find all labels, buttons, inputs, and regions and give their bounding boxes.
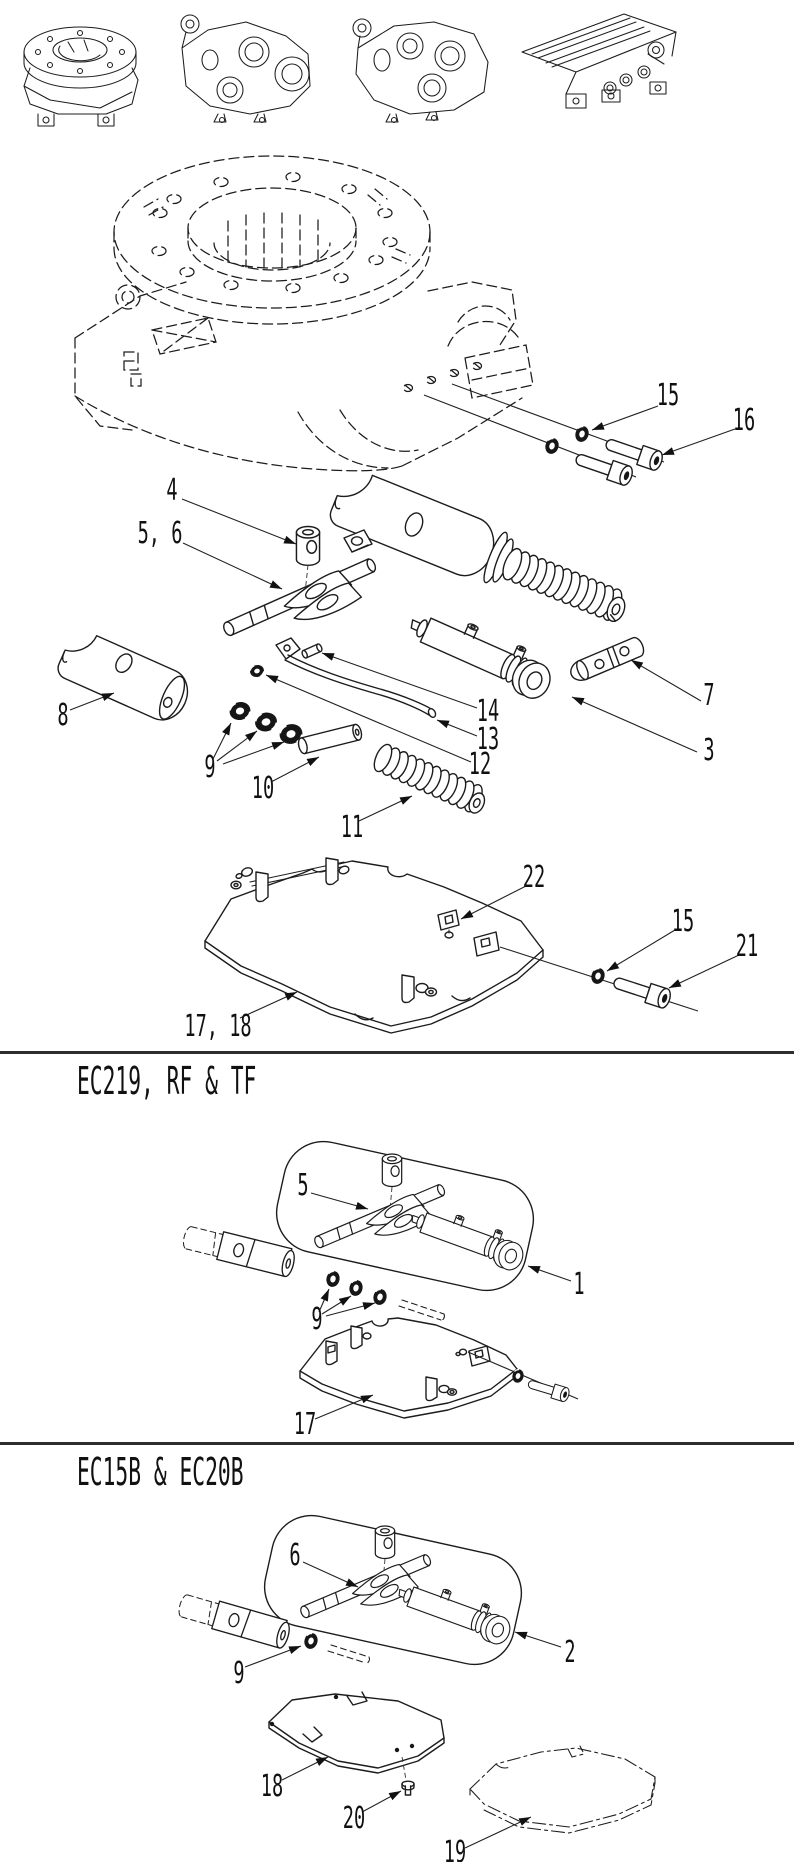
washer-9b-ec219 xyxy=(347,1277,365,1299)
bushing-ec15b xyxy=(374,1525,396,1560)
ec219-leader-lines xyxy=(310,1192,572,1420)
socket-bolt-21 xyxy=(610,971,674,1011)
cylinder-8-drawing xyxy=(57,635,189,721)
bushing-ec219 xyxy=(381,1153,403,1188)
callout-1-ec219: 1 xyxy=(573,1267,585,1302)
pin-14 xyxy=(301,643,323,659)
linkage-exploded-view xyxy=(57,474,645,814)
callout-15-upper: 15 xyxy=(656,378,680,413)
nut-9a xyxy=(226,698,254,724)
panel-2-outline xyxy=(263,1514,523,1666)
callout-9-ec15b: 9 xyxy=(233,1656,245,1691)
callout-10: 10 xyxy=(251,771,275,806)
pin-10 xyxy=(297,723,363,755)
callout-18-ec15b: 18 xyxy=(260,1769,284,1804)
section-divider-1 xyxy=(0,1051,794,1054)
panel-1-outline xyxy=(275,1140,535,1292)
screw-20-drawing xyxy=(401,1780,415,1796)
callout-15-lower: 15 xyxy=(671,904,695,939)
swing-frame-with-slew-ring-thumbnail xyxy=(23,26,139,127)
callout-22: 22 xyxy=(522,860,546,895)
nut-9b xyxy=(252,709,280,735)
frame-end-view-a-thumbnail xyxy=(180,14,311,124)
callout-14: 14 xyxy=(476,694,500,729)
thumbnail-row xyxy=(23,13,677,127)
callout-16: 16 xyxy=(732,403,756,438)
callout-7: 7 xyxy=(703,678,715,713)
ec15b-leader-lines xyxy=(244,1561,562,1849)
callout-12: 12 xyxy=(468,747,492,782)
callout-9-main: 9 xyxy=(204,750,216,785)
washer-9a-ec219 xyxy=(324,1268,342,1290)
plate-17-ec219 xyxy=(299,1317,518,1419)
washer-9-ec15b xyxy=(301,1630,321,1652)
callout-5-6: 5, 6 xyxy=(137,516,183,551)
frame-end-view-b-thumbnail xyxy=(352,18,489,124)
bushing-4 xyxy=(295,525,321,567)
callout-20-ec15b: 20 xyxy=(342,1801,366,1836)
callout-17-18: 17, 18 xyxy=(184,1009,252,1044)
section-title-ec15b: EC15B & EC20B xyxy=(77,1450,244,1494)
callout-3: 3 xyxy=(703,733,715,768)
ec219-drawing xyxy=(180,1140,579,1420)
callout-6-ec15b: 6 xyxy=(289,1538,301,1573)
upper-frame-slew-ring-drawing xyxy=(74,155,534,472)
callout-2-ec15b: 2 xyxy=(564,1635,576,1670)
plate-18-ec15b xyxy=(268,1691,445,1774)
clamp-22-drawing xyxy=(437,909,460,939)
ec15b-drawing xyxy=(175,1514,656,1849)
side-frame-with-rails-thumbnail xyxy=(521,13,677,109)
callout-21: 21 xyxy=(735,929,759,964)
callout-13: 13 xyxy=(476,722,500,757)
plate-19-ec15b xyxy=(469,1745,656,1834)
washer-15c xyxy=(588,965,608,987)
callout-5-ec219: 5 xyxy=(297,1168,309,1203)
callout-9-ec219: 9 xyxy=(311,1302,323,1337)
callout-8: 8 xyxy=(57,698,69,733)
spring-11 xyxy=(373,743,486,814)
callout-19-ec15b: 19 xyxy=(443,1835,467,1862)
callout-4: 4 xyxy=(166,473,178,508)
washer-15a xyxy=(572,423,592,445)
hydraulic-cylinder-3 xyxy=(402,600,560,704)
mounting-plate-17-18 xyxy=(204,857,699,1034)
clevis-drawing xyxy=(343,529,373,553)
section-divider-2 xyxy=(0,1442,794,1445)
main-leader-lines xyxy=(69,405,740,1019)
sleeve-ec15b xyxy=(175,1590,293,1651)
washer-15b xyxy=(542,435,562,457)
callout-11: 11 xyxy=(340,810,364,845)
nut-12 xyxy=(248,662,266,680)
bolt-ec219-plate xyxy=(525,1376,572,1404)
callout-17-ec219: 17 xyxy=(293,1407,317,1442)
lever-bracket-5-6 xyxy=(220,554,387,657)
sleeve-ec219 xyxy=(180,1222,298,1279)
link-plate-7 xyxy=(570,636,645,681)
section-title-ec219: EC219, RF & TF xyxy=(77,1059,257,1103)
tension-cylinder-spring-drawing xyxy=(329,474,626,623)
rod-13 xyxy=(275,637,437,719)
frame-bolt-set xyxy=(423,383,666,488)
